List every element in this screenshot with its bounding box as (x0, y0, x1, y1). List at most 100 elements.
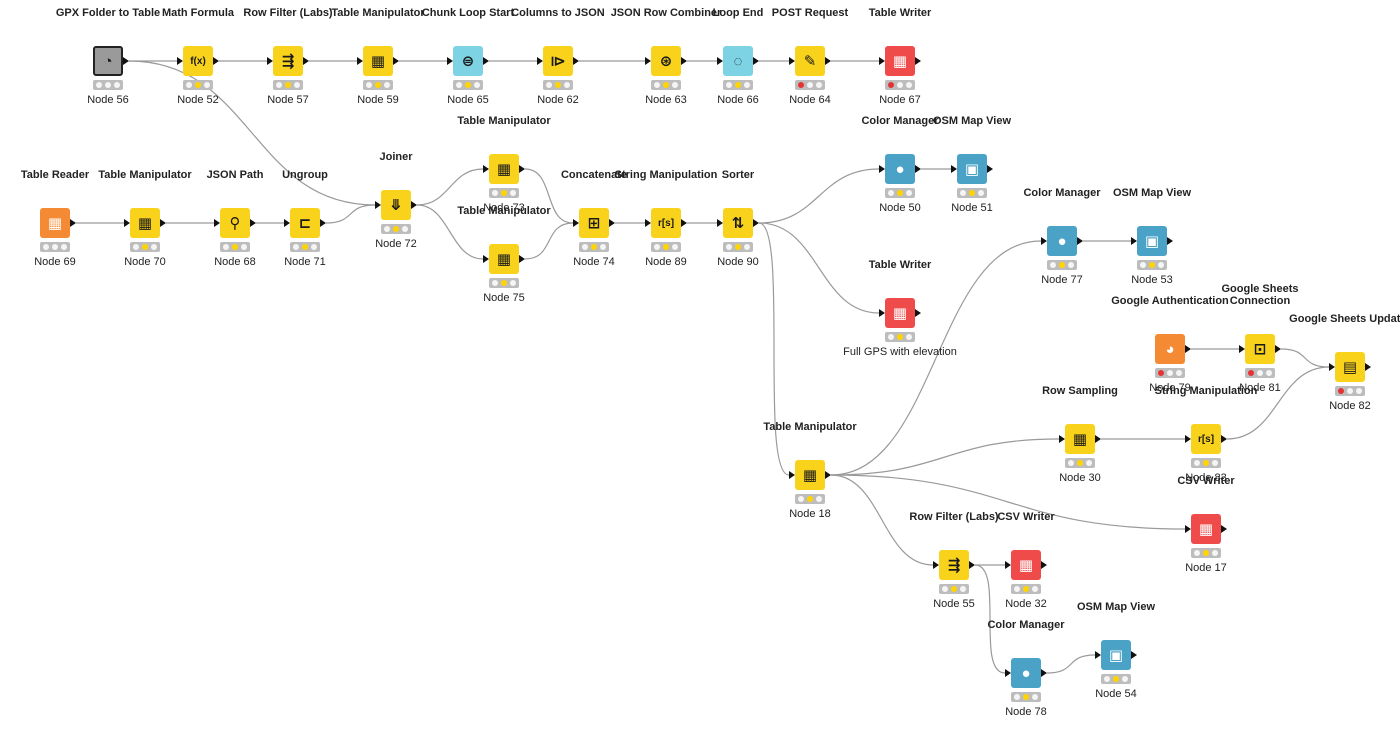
input-port[interactable] (789, 471, 795, 479)
input-port[interactable] (573, 219, 579, 227)
output-port[interactable] (1221, 525, 1227, 533)
input-port[interactable] (1005, 561, 1011, 569)
json-icon[interactable]: ⧐ (543, 46, 573, 76)
node-label[interactable]: Node 66 (717, 94, 759, 106)
output-port[interactable] (160, 219, 166, 227)
input-port[interactable] (645, 219, 651, 227)
connection-n18-n30[interactable] (830, 438, 1060, 476)
input-port[interactable] (951, 165, 957, 173)
node-label[interactable]: Node 89 (645, 256, 687, 268)
google-auth-icon[interactable]: ◕ (1155, 334, 1185, 364)
node-label[interactable]: Node 50 (879, 202, 921, 214)
input-port[interactable] (357, 57, 363, 65)
output-port[interactable] (1185, 345, 1191, 353)
input-port[interactable] (1185, 435, 1191, 443)
input-port[interactable] (1095, 651, 1101, 659)
map-view-icon[interactable]: ▣ (1137, 226, 1167, 256)
folder-icon[interactable]: ◔ (93, 46, 123, 76)
input-port[interactable] (214, 219, 220, 227)
output-port[interactable] (70, 219, 76, 227)
input-port[interactable] (375, 201, 381, 209)
output-port[interactable] (1365, 363, 1371, 371)
connection-n71-n72[interactable] (325, 204, 376, 224)
node-label[interactable]: Node 71 (284, 256, 326, 268)
node-label[interactable]: Node 51 (951, 202, 993, 214)
loop-start-icon[interactable]: ⊜ (453, 46, 483, 76)
output-port[interactable] (1041, 561, 1047, 569)
input-port[interactable] (879, 165, 885, 173)
output-port[interactable] (825, 471, 831, 479)
input-port[interactable] (447, 57, 453, 65)
node-label[interactable]: Node 56 (87, 94, 129, 106)
output-port[interactable] (320, 219, 326, 227)
concatenate-icon[interactable]: ⊞ (579, 208, 609, 238)
input-port[interactable] (1041, 237, 1047, 245)
node-label[interactable]: Node 68 (214, 256, 256, 268)
node-label[interactable]: Node 78 (1005, 706, 1047, 718)
output-port[interactable] (411, 201, 417, 209)
output-port[interactable] (1167, 237, 1173, 245)
input-port[interactable] (124, 219, 130, 227)
json-path-icon[interactable]: ⚲ (220, 208, 250, 238)
input-port[interactable] (483, 255, 489, 263)
json-combiner-icon[interactable]: ⊛ (651, 46, 681, 76)
color-manager-icon[interactable]: ● (885, 154, 915, 184)
table-icon[interactable]: ▦ (130, 208, 160, 238)
input-port[interactable] (537, 57, 543, 65)
input-port[interactable] (1185, 525, 1191, 533)
sheets-connection-icon[interactable]: ⊡ (1245, 334, 1275, 364)
node-label[interactable]: Node 73 (483, 202, 525, 214)
input-port[interactable] (1131, 237, 1137, 245)
connection-n56-n72[interactable] (128, 60, 376, 206)
connection-n72-n73[interactable] (416, 168, 484, 206)
node-label[interactable]: Node 63 (645, 94, 687, 106)
node-label[interactable]: Node 90 (717, 256, 759, 268)
output-port[interactable] (915, 57, 921, 65)
loop-end-icon[interactable]: ◌ (723, 46, 753, 76)
output-port[interactable] (681, 57, 687, 65)
node-label[interactable]: Node 72 (375, 238, 417, 250)
node-label[interactable]: Node 57 (267, 94, 309, 106)
color-manager-icon[interactable]: ● (1011, 658, 1041, 688)
output-port[interactable] (1275, 345, 1281, 353)
ungroup-icon[interactable]: ⊏ (290, 208, 320, 238)
output-port[interactable] (1041, 669, 1047, 677)
node-label[interactable]: Node 83 (1185, 472, 1227, 484)
color-manager-icon[interactable]: ● (1047, 226, 1077, 256)
map-view-icon[interactable]: ▣ (957, 154, 987, 184)
input-port[interactable] (1239, 345, 1245, 353)
output-port[interactable] (681, 219, 687, 227)
output-port[interactable] (123, 57, 129, 65)
output-port[interactable] (915, 165, 921, 173)
node-label[interactable]: Node 79 (1149, 382, 1191, 394)
output-port[interactable] (213, 57, 219, 65)
sorter-icon[interactable]: ⇅ (723, 208, 753, 238)
node-label[interactable]: Node 82 (1329, 400, 1371, 412)
table-icon[interactable]: ▦ (795, 460, 825, 490)
output-port[interactable] (753, 219, 759, 227)
table-reader-icon[interactable]: ▦ (40, 208, 70, 238)
node-label[interactable]: Node 67 (879, 94, 921, 106)
post-request-icon[interactable]: ✎ (795, 46, 825, 76)
node-label[interactable]: Node 54 (1095, 688, 1137, 700)
input-port[interactable] (483, 165, 489, 173)
node-label[interactable]: Node 62 (537, 94, 579, 106)
output-port[interactable] (303, 57, 309, 65)
math-formula-icon[interactable]: f(x) (183, 46, 213, 76)
output-port[interactable] (915, 309, 921, 317)
node-label[interactable]: Node 70 (124, 256, 166, 268)
node-label[interactable]: Node 17 (1185, 562, 1227, 574)
node-label[interactable]: Node 30 (1059, 472, 1101, 484)
node-label[interactable]: Node 53 (1131, 274, 1173, 286)
node-label[interactable]: Node 75 (483, 292, 525, 304)
node-label[interactable]: Node 18 (789, 508, 831, 520)
output-port[interactable] (1221, 435, 1227, 443)
node-label[interactable]: Node 81 (1239, 382, 1281, 394)
input-port[interactable] (933, 561, 939, 569)
output-port[interactable] (969, 561, 975, 569)
output-port[interactable] (987, 165, 993, 173)
node-label[interactable]: Node 59 (357, 94, 399, 106)
output-port[interactable] (753, 57, 759, 65)
row-filter-icon[interactable]: ⇶ (939, 550, 969, 580)
